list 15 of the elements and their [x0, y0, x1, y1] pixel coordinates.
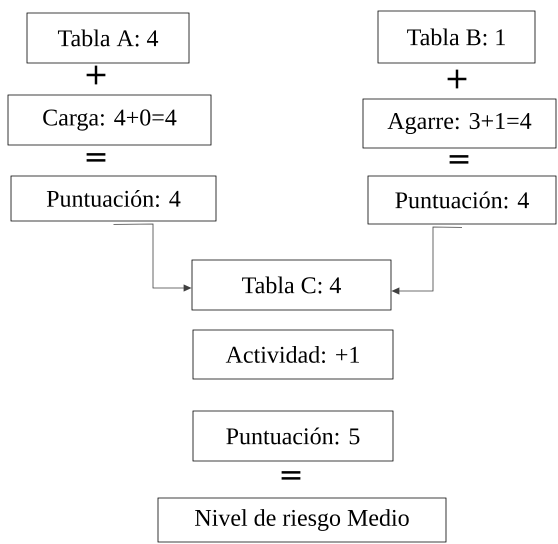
process-box: Nivel de riesgo Medio: [158, 498, 446, 542]
process-box: Puntuación: 4: [10, 176, 216, 222]
operator-sign: =: [282, 471, 300, 480]
process-box: Puntuación: 4: [368, 176, 556, 224]
process-box: Carga: 4+0=4: [8, 94, 212, 146]
operator-sign: +: [86, 66, 106, 84]
process-box: Tabla B: 1: [378, 10, 536, 64]
process-box: Tabla C: 4: [192, 260, 392, 310]
process-box: Actividad: +1: [192, 330, 394, 380]
operator-sign: =: [450, 155, 468, 164]
operator-sign: =: [86, 153, 106, 162]
process-box: Agarre: 3+1=4: [362, 98, 556, 148]
process-box: Puntuación: 5: [192, 410, 394, 462]
operator-sign: +: [448, 70, 466, 88]
process-box: Tabla A: 4: [26, 12, 190, 64]
